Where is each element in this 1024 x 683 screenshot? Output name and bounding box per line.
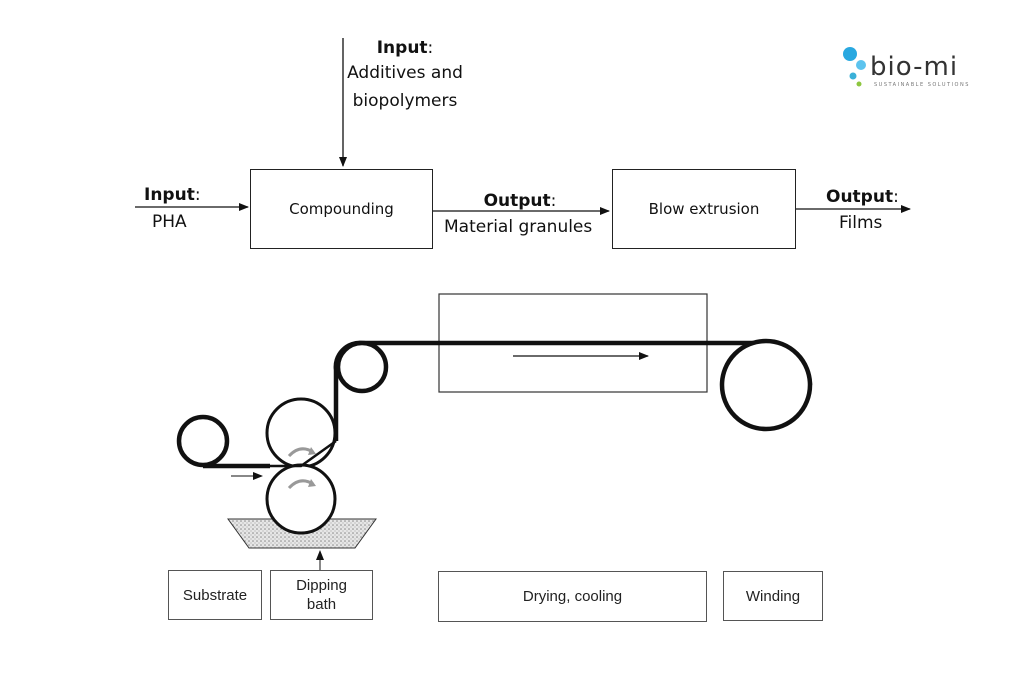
input-additives-line1: Additives and — [347, 63, 463, 83]
output-films-title: Output — [826, 187, 894, 207]
drying-label: Drying, cooling — [522, 588, 623, 605]
logo-tagline: SUSTAINABLE SOLUTIONS — [874, 82, 970, 88]
input-additives-label: Input: — [376, 38, 434, 58]
dipping-bath-label-line1: Dipping — [296, 577, 347, 594]
unwind-roller — [176, 414, 230, 468]
substrate-wrap — [268, 439, 337, 468]
winding-box: Winding — [723, 571, 823, 621]
blow-extrusion-box: Blow extrusion — [612, 169, 796, 249]
winding-roller — [719, 338, 813, 432]
blow-extrusion-label: Blow extrusion — [648, 200, 760, 218]
output-granules-value: Material granules — [444, 217, 593, 237]
dipping-bath-box: Dipping bath — [270, 570, 373, 620]
substrate-box: Substrate — [168, 570, 262, 620]
input-pha-value: PHA — [152, 212, 187, 232]
logo-text: bio-mi — [870, 52, 959, 82]
logo-dots-icon — [843, 47, 866, 87]
compounding-box: Compounding — [250, 169, 433, 249]
upper-nip-roller — [265, 397, 337, 469]
input-pha-title: Input — [144, 185, 195, 205]
guide-roller — [335, 340, 389, 394]
output-granules-title: Output — [483, 191, 551, 211]
lower-dip-roller — [265, 463, 337, 535]
drying-box: Drying, cooling — [438, 571, 707, 622]
dipping-bath-label-line2: bath — [306, 596, 337, 613]
winding-label: Winding — [745, 587, 801, 605]
output-films-label: Output: — [826, 187, 899, 207]
output-granules-label: Output: — [483, 191, 557, 211]
input-additives-title: Input — [376, 38, 428, 58]
input-additives-line2: biopolymers — [352, 91, 458, 111]
substrate-label: Substrate — [182, 586, 248, 604]
output-films-value: Films — [839, 213, 883, 233]
input-pha-label: Input: — [144, 185, 201, 205]
compounding-label: Compounding — [289, 200, 394, 218]
